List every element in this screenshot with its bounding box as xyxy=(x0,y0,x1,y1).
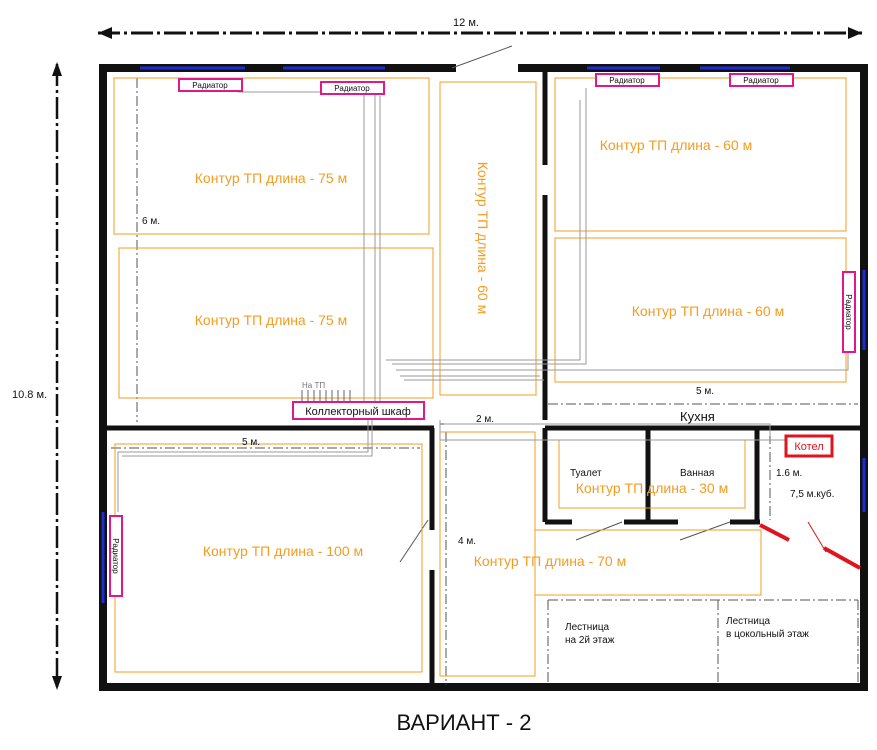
dimension-5-left-label: 5 м. xyxy=(242,437,260,448)
dimension-height-label: 10.8 м. xyxy=(12,389,47,401)
stairs-down-label-line2: в цокольный этаж xyxy=(726,629,809,640)
svg-text:Радиатор: Радиатор xyxy=(334,84,370,93)
door-swings xyxy=(399,45,731,563)
bath-label: Ванная xyxy=(680,468,714,479)
to-floor-heating-label: На ТП xyxy=(302,381,325,390)
boiler: Котел xyxy=(784,434,834,458)
stairs-up-label-line1: Лестница xyxy=(565,622,610,633)
windows xyxy=(101,66,866,603)
dimension-1-6-label: 1.6 м. xyxy=(776,468,802,479)
radiator: Радиатор xyxy=(178,78,243,92)
svg-text:Радиатор: Радиатор xyxy=(743,76,779,85)
radiator: Радиатор xyxy=(842,271,856,353)
circuit-label-hall: Контур ТП длина - 70 м xyxy=(474,553,626,569)
svg-text:Радиатор: Радиатор xyxy=(844,294,853,330)
circuit-label-room3: Контур ТП длина - 100 м xyxy=(203,543,363,559)
dimension-4-label: 4 м. xyxy=(458,536,476,547)
dimension-6-label: 6 м. xyxy=(142,216,160,227)
boiler-room-door xyxy=(759,523,861,570)
circuit-label-corridor: Контур ТП длина - 60 м xyxy=(475,162,491,314)
circuit-label-room1-top: Контур ТП длина - 75 м xyxy=(195,170,347,186)
radiator: Радиатор xyxy=(109,515,123,597)
circuit-label-room2-bottom: Контур ТП длина - 60 м xyxy=(632,303,784,319)
radiator: Радиатор xyxy=(729,73,794,87)
dimension-width-label: 12 м. xyxy=(453,17,479,29)
dimension-5-right-label: 5 м. xyxy=(696,386,714,397)
boiler-room-volume-label: 7,5 м.куб. xyxy=(790,488,834,500)
svg-text:Коллекторный шкаф: Коллекторный шкаф xyxy=(305,406,411,418)
toilet-label: Туалет xyxy=(570,468,602,479)
collector-cabinet: Коллекторный шкаф xyxy=(292,401,425,420)
manifold-ticks xyxy=(301,390,351,402)
svg-text:Радиатор: Радиатор xyxy=(192,81,228,90)
dimension-width-12 xyxy=(98,27,862,39)
circuit-label-room2-top: Контур ТП длина - 60 м xyxy=(600,137,752,153)
svg-text:Радиатор: Радиатор xyxy=(609,76,645,85)
dimension-height-10-8 xyxy=(52,62,62,690)
dimension-2-label: 2 м. xyxy=(476,414,494,425)
radiator: Радиатор xyxy=(595,73,660,87)
variant-title: ВАРИАНТ - 2 xyxy=(397,710,532,735)
circuit-label-room1-bottom: Контур ТП длина - 75 м xyxy=(195,312,347,328)
stairs-down-label-line1: Лестница xyxy=(726,616,771,627)
pipes xyxy=(117,88,849,512)
kitchen-label: Кухня xyxy=(680,409,715,424)
circuit-label-bathroom: Контур ТП длина - 30 м xyxy=(576,480,728,496)
radiator: Радиатор xyxy=(320,81,385,95)
svg-text:Котел: Котел xyxy=(794,441,823,453)
boiler-door-swing xyxy=(807,521,827,553)
interior-walls xyxy=(103,68,864,687)
svg-text:Радиатор: Радиатор xyxy=(111,538,120,574)
stairs-up-label-line2: на 2й этаж xyxy=(565,635,615,646)
